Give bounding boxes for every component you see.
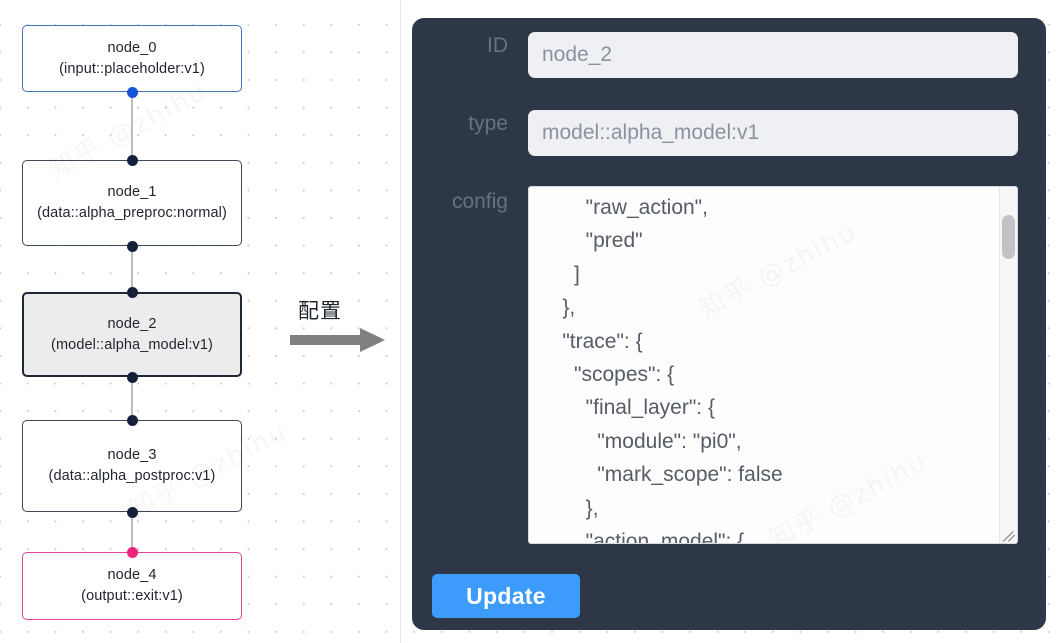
port-node_4-in[interactable] (126, 546, 138, 558)
edge-node1-node2 (131, 246, 133, 294)
id-input[interactable] (528, 32, 1018, 78)
config-editor[interactable]: "raw_action", "pred" ] }, "trace": { "sc… (528, 186, 1018, 544)
node-label: node_3(data::alpha_postproc:v1) (48, 447, 216, 484)
port-node_3-in[interactable] (126, 414, 138, 426)
config-scrollbar[interactable] (999, 187, 1017, 543)
port-node_0-out[interactable] (126, 86, 138, 98)
node-properties-panel: ID type config "raw_action", "pred" ] },… (412, 18, 1046, 630)
resize-grip-icon[interactable] (1001, 528, 1016, 543)
node-label: node_1(data::alpha_preproc:normal) (37, 184, 227, 221)
configure-annotation: 配置 (290, 295, 400, 357)
port-node_1-in[interactable] (126, 154, 138, 166)
config-textarea[interactable]: "raw_action", "pred" ] }, "trace": { "sc… (528, 186, 1018, 544)
type-input[interactable] (528, 110, 1018, 156)
graph-node-node_3[interactable]: node_3(data::alpha_postproc:v1) (22, 420, 242, 512)
graph-node-node_1[interactable]: node_1(data::alpha_preproc:normal) (22, 160, 242, 246)
edge-node2-node3 (131, 377, 133, 421)
edge-node0-node1 (131, 92, 133, 162)
field-row-config: config "raw_action", "pred" ] }, "trace"… (432, 186, 1018, 544)
node-label: node_2(model::alpha_model:v1) (51, 315, 213, 353)
port-node_2-out[interactable] (126, 371, 138, 383)
config-scrollbar-thumb[interactable] (1002, 215, 1015, 259)
port-node_3-out[interactable] (126, 506, 138, 518)
right-arrow-icon (290, 328, 385, 352)
graph-node-node_4[interactable]: node_4(output::exit:v1) (22, 552, 242, 620)
update-button[interactable]: Update (432, 574, 580, 618)
field-row-id: ID (432, 32, 1018, 78)
field-row-type: type (432, 110, 1018, 156)
port-node_2-in[interactable] (126, 286, 138, 298)
type-label: type (468, 112, 508, 135)
graph-node-node_2[interactable]: node_2(model::alpha_model:v1) (22, 292, 242, 377)
config-label: config (451, 190, 508, 213)
edge-node3-node4 (131, 512, 133, 552)
configure-label: 配置 (298, 299, 342, 323)
node-label: node_4(output::exit:v1) (81, 567, 183, 604)
port-node_1-out[interactable] (126, 240, 138, 252)
graph-node-node_0[interactable]: node_0(input::placeholder:v1) (22, 25, 242, 92)
node-label: node_0(input::placeholder:v1) (59, 39, 205, 77)
id-label: ID (487, 34, 508, 57)
canvas-divider (400, 0, 401, 643)
